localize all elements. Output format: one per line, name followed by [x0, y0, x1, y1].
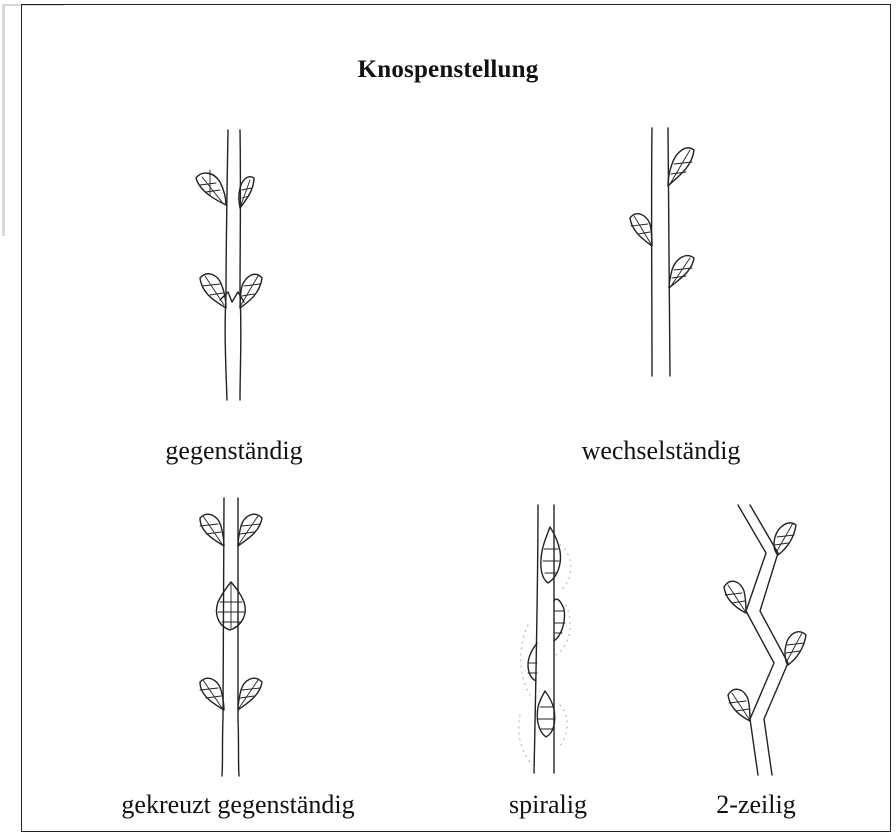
decussate-buds-twig-icon	[188, 498, 278, 778]
label-gekreuzt-gegenstaendig: gekreuzt gegenständig	[121, 790, 354, 820]
label-spiralig: spiralig	[509, 790, 587, 820]
alternate-buds-twig-icon	[622, 128, 722, 378]
distichous-buds-twig-icon	[720, 505, 810, 775]
opposite-buds-twig-icon	[180, 130, 300, 400]
label-gegenstaendig: gegenständig	[165, 436, 302, 466]
label-2-zeilig: 2-zeilig	[716, 790, 795, 820]
figure-title: Knospenstellung	[0, 56, 896, 84]
label-wechselstaendig: wechselständig	[582, 436, 741, 466]
spiral-buds-twig-icon	[510, 505, 590, 775]
